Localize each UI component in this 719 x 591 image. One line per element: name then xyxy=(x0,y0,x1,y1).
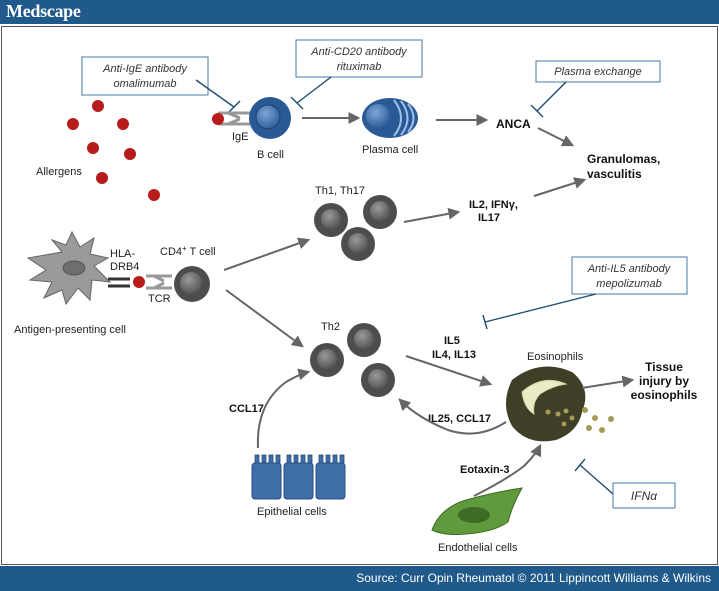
svg-text:DRB4: DRB4 xyxy=(110,261,139,273)
anti-il5-label: Anti-IL5 antibody xyxy=(587,263,672,275)
apc-label: Antigen-presenting cell xyxy=(14,324,126,336)
plasma-cell-label: Plasma cell xyxy=(362,144,418,156)
eosinophil xyxy=(506,366,586,442)
presented-antigen xyxy=(133,276,145,288)
svg-text:Tissue: Tissue xyxy=(645,360,683,374)
anti-ige-box: Anti-IgE antibody omalimumab xyxy=(81,56,209,96)
arrow-cd4-to-th2 xyxy=(225,289,304,348)
ige-bound-allergen xyxy=(212,113,224,125)
antigen-presenting-cell xyxy=(26,230,112,306)
omalimumab-label: omalimumab xyxy=(114,78,177,90)
svg-text:IL4, IL13: IL4, IL13 xyxy=(432,349,476,361)
arrow-anca-to-granulomas xyxy=(537,127,575,147)
ifn-alpha-box: IFNα xyxy=(612,482,676,509)
anti-il5-box: Anti-IL5 antibody mepolizumab xyxy=(571,256,688,295)
svg-text:eosinophils: eosinophils xyxy=(631,388,698,402)
arrow-endothelial-to-eosinophil xyxy=(473,443,542,497)
svg-text:IL5: IL5 xyxy=(444,335,460,347)
hla-drb4-molecule xyxy=(108,277,130,288)
ccl17-label: CCL17 xyxy=(229,403,264,415)
tissue-injury-label: Tissue injury by eosinophils xyxy=(631,360,698,402)
inhibitor-lines xyxy=(195,76,614,495)
tcr-receptor xyxy=(146,274,172,290)
svg-text:HLA-: HLA- xyxy=(110,248,135,260)
arrow-th2-to-eosinophil xyxy=(405,355,493,387)
svg-text:CD4+ T cell: CD4+ T cell xyxy=(160,244,216,258)
svg-text:IL17: IL17 xyxy=(478,212,500,224)
il5-il4-il13-label: IL5 IL4, IL13 xyxy=(432,335,476,361)
cd4-t-cell-label: CD4+ T cell xyxy=(160,244,216,258)
epithelial-cells-label: Epithelial cells xyxy=(257,506,327,518)
eotaxin-label: Eotaxin-3 xyxy=(460,464,510,476)
cd4-t-cell xyxy=(174,266,210,302)
pathway-diagram: Anti-IgE antibody omalimumab Anti-CD20 a… xyxy=(1,26,718,565)
plasma-exchange-box: Plasma exchange xyxy=(535,60,661,83)
il2-ifng-label: IL2, IFNγ, IL17 xyxy=(469,199,518,224)
ige-receptor xyxy=(218,111,250,126)
hla-drb4-label: HLA- DRB4 xyxy=(110,248,139,273)
endothelial-cells-label: Endothelial cells xyxy=(438,542,518,554)
arrow-th1-to-il2 xyxy=(403,207,461,223)
plasma-exchange-label: Plasma exchange xyxy=(554,66,641,78)
b-cell xyxy=(249,97,291,139)
eosinophils-label: Eosinophils xyxy=(527,351,584,363)
diagram-frame xyxy=(1,26,718,565)
svg-text:vasculitis: vasculitis xyxy=(587,167,642,181)
mepolizumab-label: mepolizumab xyxy=(596,278,661,290)
arrow-eosinophil-to-th2 xyxy=(398,398,507,435)
anti-cd20-box: Anti-CD20 antibody rituximab xyxy=(295,39,423,78)
svg-text:Granulomas,: Granulomas, xyxy=(587,152,660,166)
svg-text:injury by: injury by xyxy=(639,374,689,388)
anca-label: ANCA xyxy=(496,117,531,131)
anti-cd20-label: Anti-CD20 antibody xyxy=(310,46,408,58)
tcr-label: TCR xyxy=(148,293,171,305)
medscape-logo: Medscape xyxy=(6,1,81,21)
released-granules xyxy=(582,407,614,433)
th2-cells xyxy=(310,323,395,397)
ige-label: IgE xyxy=(232,131,249,143)
arrow-epithelial-to-th2 xyxy=(256,368,311,449)
pathway-arrows xyxy=(223,112,635,497)
allergens-label: Allergens xyxy=(36,166,82,178)
anti-ige-label: Anti-IgE antibody xyxy=(102,63,188,75)
arrow-cd4-to-th1 xyxy=(223,237,311,271)
source-citation: Source: Curr Opin Rheumatol © 2011 Lippi… xyxy=(356,571,711,585)
header-bar: Medscape xyxy=(0,0,719,24)
th2-label: Th2 xyxy=(321,321,340,333)
arrow-eosinophil-to-tissue xyxy=(581,375,635,389)
b-cell-label: B cell xyxy=(257,149,284,161)
granulomas-label: Granulomas, vasculitis xyxy=(587,152,660,181)
il25-ccl17-label: IL25, CCL17 xyxy=(428,413,491,425)
footer-bar: Source: Curr Opin Rheumatol © 2011 Lippi… xyxy=(0,566,719,591)
epithelial-cells xyxy=(251,454,346,500)
th1-th17-cells xyxy=(314,195,397,261)
ifn-alpha-label: IFNα xyxy=(631,489,658,503)
allergen-dots xyxy=(67,100,160,201)
th1-th17-label: Th1, Th17 xyxy=(315,185,365,197)
rituximab-label: rituximab xyxy=(337,61,382,73)
svg-text:IL2, IFNγ,: IL2, IFNγ, xyxy=(469,199,518,211)
endothelial-cell xyxy=(431,487,523,535)
arrow-il2-to-granulomas xyxy=(533,177,587,197)
plasma-cell xyxy=(362,98,418,138)
